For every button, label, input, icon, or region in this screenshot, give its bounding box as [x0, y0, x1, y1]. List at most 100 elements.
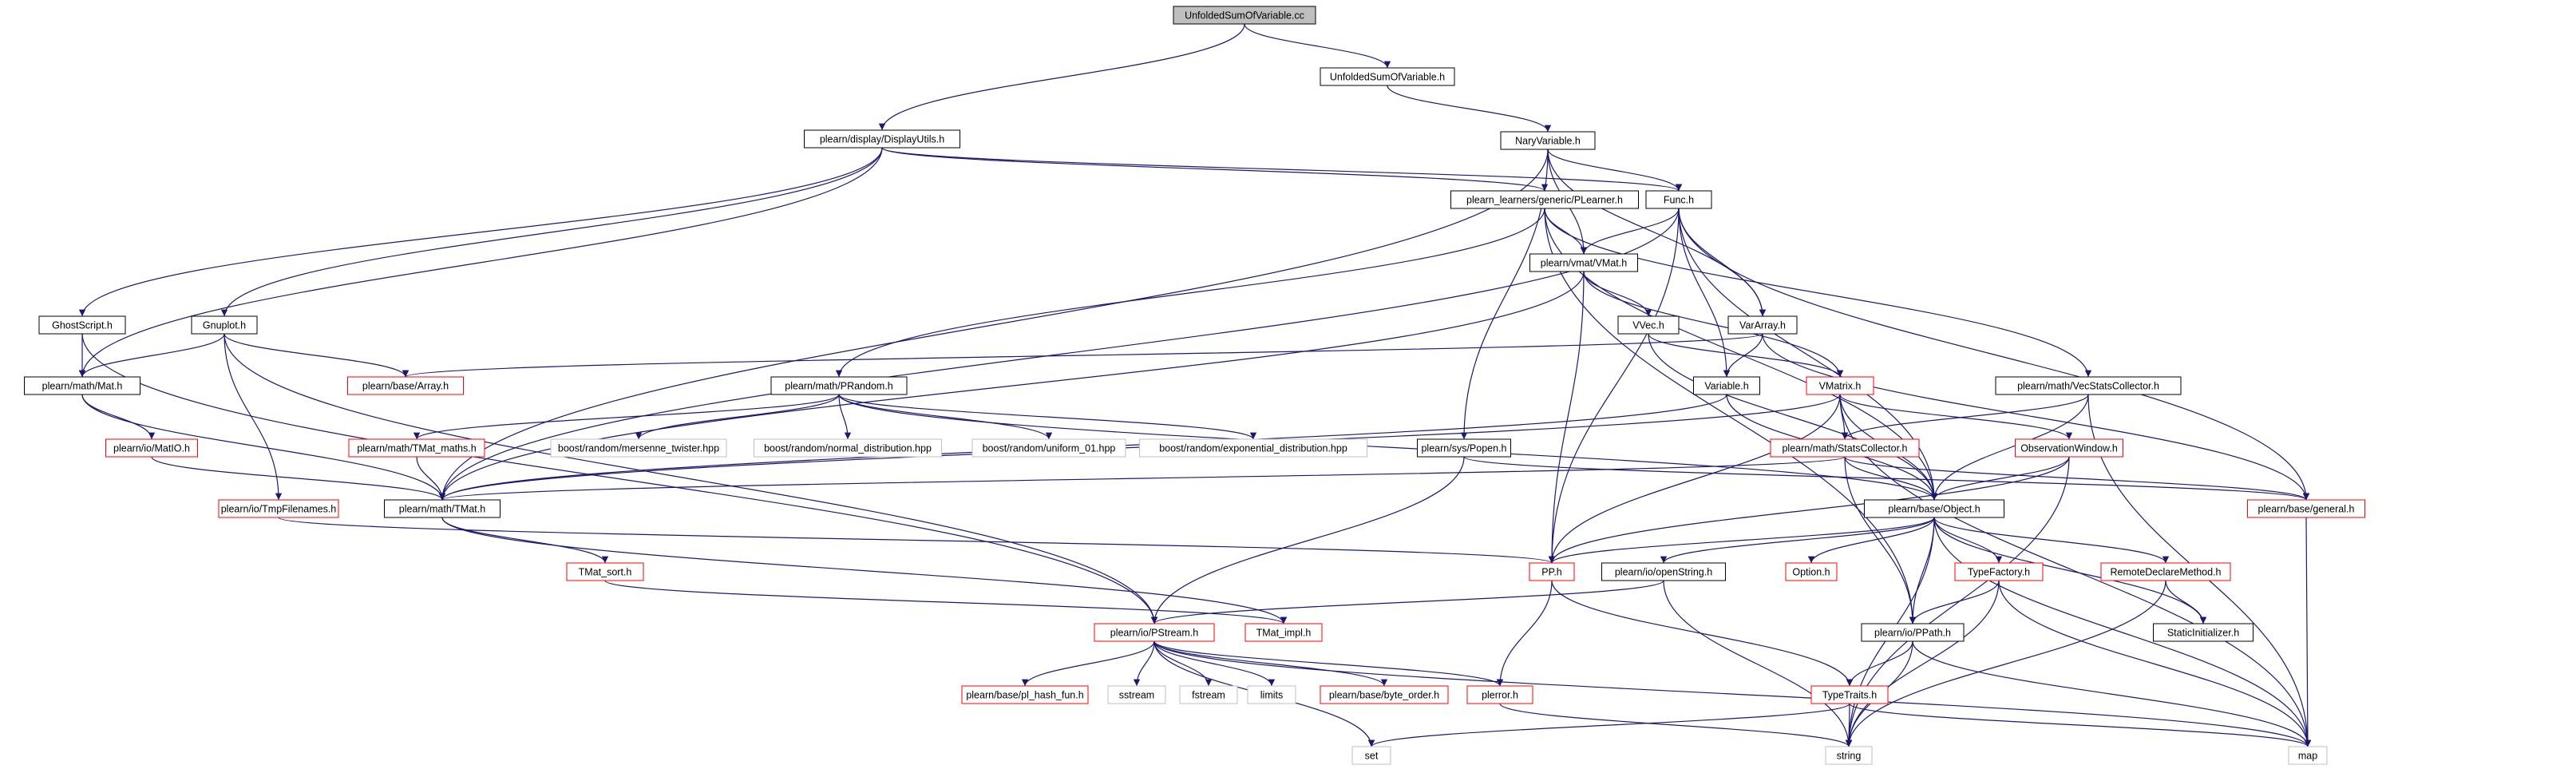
node-box	[348, 438, 485, 458]
node-plearn-io-matio-h[interactable]: plearn/io/MatIO.h	[105, 438, 198, 458]
node-vmatrix-h[interactable]: VMatrix.h	[1806, 376, 1874, 395]
node-label: plearn/math/StatsCollector.h	[1782, 443, 1907, 454]
node-plearn-base-byte-order-h[interactable]: plearn/base/byte_order.h	[1320, 685, 1449, 704]
node-variable-h[interactable]: Variable.h	[1693, 376, 1760, 395]
node-box	[2247, 499, 2365, 518]
edge-n1-to-n4	[881, 147, 1548, 192]
node-label: plearn/display/DisplayUtils.h	[820, 134, 944, 145]
node-label: VVec.h	[1632, 320, 1664, 331]
node-label: TypeTraits.h	[1822, 690, 1877, 701]
node-map: map	[2288, 746, 2328, 765]
node-observationwindow-h[interactable]: ObservationWindow.h	[2015, 438, 2123, 458]
edge-n13-to-n28	[838, 394, 1938, 501]
node-plearn-learners-generic-plearner-h[interactable]: plearn_learners/generic/PLearner.h	[1450, 190, 1639, 209]
node-tmat-sort-h[interactable]: TMat_sort.h	[566, 562, 644, 581]
node-plearn-math-tmat-h[interactable]: plearn/math/TMat.h	[384, 499, 501, 518]
node-box	[1861, 623, 1965, 642]
node-boost-random-normal-distribution-hpp: boost/random/normal_distribution.hpp	[754, 438, 942, 458]
edge-n28-to-n35	[1933, 517, 2170, 564]
node-tmat-impl-h[interactable]: TMat_impl.h	[1244, 623, 1323, 642]
edge-n3-to-n10	[1547, 149, 1767, 317]
node-unfoldedsumofvariable-h[interactable]: UnfoldedSumOfVariable.h	[1320, 67, 1455, 86]
node-label: NaryVariable.h	[1515, 136, 1581, 147]
edge-n23-to-n38	[1844, 456, 1917, 624]
node-plearn-sys-popen-h[interactable]: plearn/sys/Popen.h	[1417, 438, 1511, 458]
edge-n11-to-n17	[81, 394, 156, 440]
node-label: plearn/base/byte_order.h	[1329, 690, 1439, 701]
edge-n36-to-n49	[1153, 640, 2311, 747]
node-plearn-math-statscollector-h[interactable]: plearn/math/StatsCollector.h	[1770, 438, 1920, 458]
node-remotedeclaremethod-h[interactable]: RemoteDeclareMethod.h	[2100, 562, 2231, 581]
node-label: plearn/math/TMat.h	[399, 504, 485, 515]
node-naryvariable-h[interactable]: NaryVariable.h	[1500, 131, 1596, 150]
node-pp-h[interactable]: PP.h	[1529, 562, 1575, 581]
node-plearn-math-tmat-maths-h[interactable]: plearn/math/TMat_maths.h	[348, 438, 485, 458]
node-box	[1601, 562, 1726, 581]
node-label: UnfoldedSumOfVariable.h	[1330, 72, 1445, 83]
node-ghostscript-h[interactable]: GhostScript.h	[38, 315, 126, 335]
node-plearn-io-tmpfilenames-h[interactable]: plearn/io/TmpFilenames.h	[218, 499, 339, 518]
node-plearn-vmat-vmat-h[interactable]: plearn/vmat/VMat.h	[1529, 253, 1638, 272]
node-plearn-math-prandom-h[interactable]: plearn/math/PRandom.h	[770, 376, 908, 395]
node-box	[754, 438, 942, 458]
node-plearn-display-displayutils-h[interactable]: plearn/display/DisplayUtils.h	[804, 129, 960, 149]
node-vararray-h[interactable]: VarArray.h	[1727, 315, 1798, 335]
node-box	[218, 499, 339, 518]
edge-n25-to-n29	[1463, 456, 2309, 501]
node-label: VMatrix.h	[1819, 381, 1862, 392]
node-boost-random-exponential-distribution-hpp: boost/random/exponential_distribution.hp…	[1139, 438, 1367, 458]
edge-n5-to-n29	[1678, 208, 2310, 501]
node-plerror-h[interactable]: plerror.h	[1466, 685, 1533, 704]
edge-n24-to-n31	[1548, 456, 2070, 564]
node-label: plearn/base/Array.h	[362, 381, 449, 392]
edge-n36-to-n44	[1153, 640, 1388, 687]
node-plearn-base-object-h[interactable]: plearn/base/Object.h	[1864, 499, 2004, 518]
node-label: plearn/base/pl_hash_fun.h	[966, 690, 1083, 701]
edge-n5-to-n28	[1678, 208, 1938, 501]
edge-n16-to-n28	[1930, 394, 2089, 501]
edge-n5-to-n14	[1678, 208, 1731, 378]
node-box	[1107, 685, 1166, 704]
node-plearn-io-ppath-h[interactable]: plearn/io/PPath.h	[1861, 623, 1965, 642]
edge-n28-to-n31	[1548, 517, 1935, 564]
node-plearn-io-pstream-h[interactable]: plearn/io/PStream.h	[1094, 623, 1215, 642]
edge-n25-to-n36	[1150, 456, 1465, 624]
edge-n6-to-n31	[1548, 271, 1585, 564]
node-plearn-base-pl-hash-fun-h[interactable]: plearn/base/pl_hash_fun.h	[961, 685, 1089, 704]
node-typefactory-h[interactable]: TypeFactory.h	[1954, 562, 2044, 581]
node-func-h[interactable]: Func.h	[1645, 190, 1712, 209]
edge-n29-to-n49	[2304, 517, 2312, 747]
edge-n23-to-n27	[439, 456, 1846, 501]
node-box	[384, 499, 501, 518]
node-gnuplot-h[interactable]: Gnuplot.h	[191, 315, 258, 335]
node-label: fstream	[1192, 690, 1225, 701]
node-label: plearn_learners/generic/PLearner.h	[1466, 195, 1623, 206]
edge-n15-to-n24	[1839, 394, 2073, 440]
node-plearn-io-openstring-h[interactable]: plearn/io/openString.h	[1601, 562, 1726, 581]
node-label: StaticInitializer.h	[2167, 628, 2239, 639]
edge-layer	[78, 23, 2312, 747]
node-box	[1094, 623, 1215, 642]
node-plearn-math-vecstatscollector-h[interactable]: plearn/math/VecStatsCollector.h	[1995, 376, 2182, 395]
edge-n2-to-n3	[1387, 85, 1552, 133]
node-staticinitializer-h[interactable]: StaticInitializer.h	[2153, 623, 2254, 642]
edge-n46-to-n48	[1845, 703, 1853, 747]
node-label: plearn/io/MatIO.h	[113, 443, 190, 454]
edge-n31-to-n45	[1496, 580, 1553, 687]
node-boost-random-mersenne-twister-hpp: boost/random/mersenne_twister.hpp	[550, 438, 727, 458]
edge-n1-to-n11	[78, 147, 883, 378]
node-box	[971, 438, 1126, 458]
node-box	[191, 315, 258, 335]
node-label: limits	[1260, 690, 1283, 701]
edge-n36-to-n41	[1133, 640, 1155, 687]
edge-n26-to-n31	[278, 517, 1555, 564]
node-plearn-math-mat-h[interactable]: plearn/math/Mat.h	[24, 376, 140, 395]
node-plearn-base-array-h[interactable]: plearn/base/Array.h	[347, 376, 464, 395]
edge-n30-to-n37	[604, 580, 1287, 624]
node-typetraits-h[interactable]: TypeTraits.h	[1810, 685, 1889, 704]
node-option-h[interactable]: Option.h	[1785, 562, 1838, 581]
node-vvec-h[interactable]: VVec.h	[1617, 315, 1680, 335]
node-plearn-base-general-h[interactable]: plearn/base/general.h	[2247, 499, 2365, 518]
node-box	[1247, 685, 1296, 704]
node-box	[1806, 376, 1874, 395]
